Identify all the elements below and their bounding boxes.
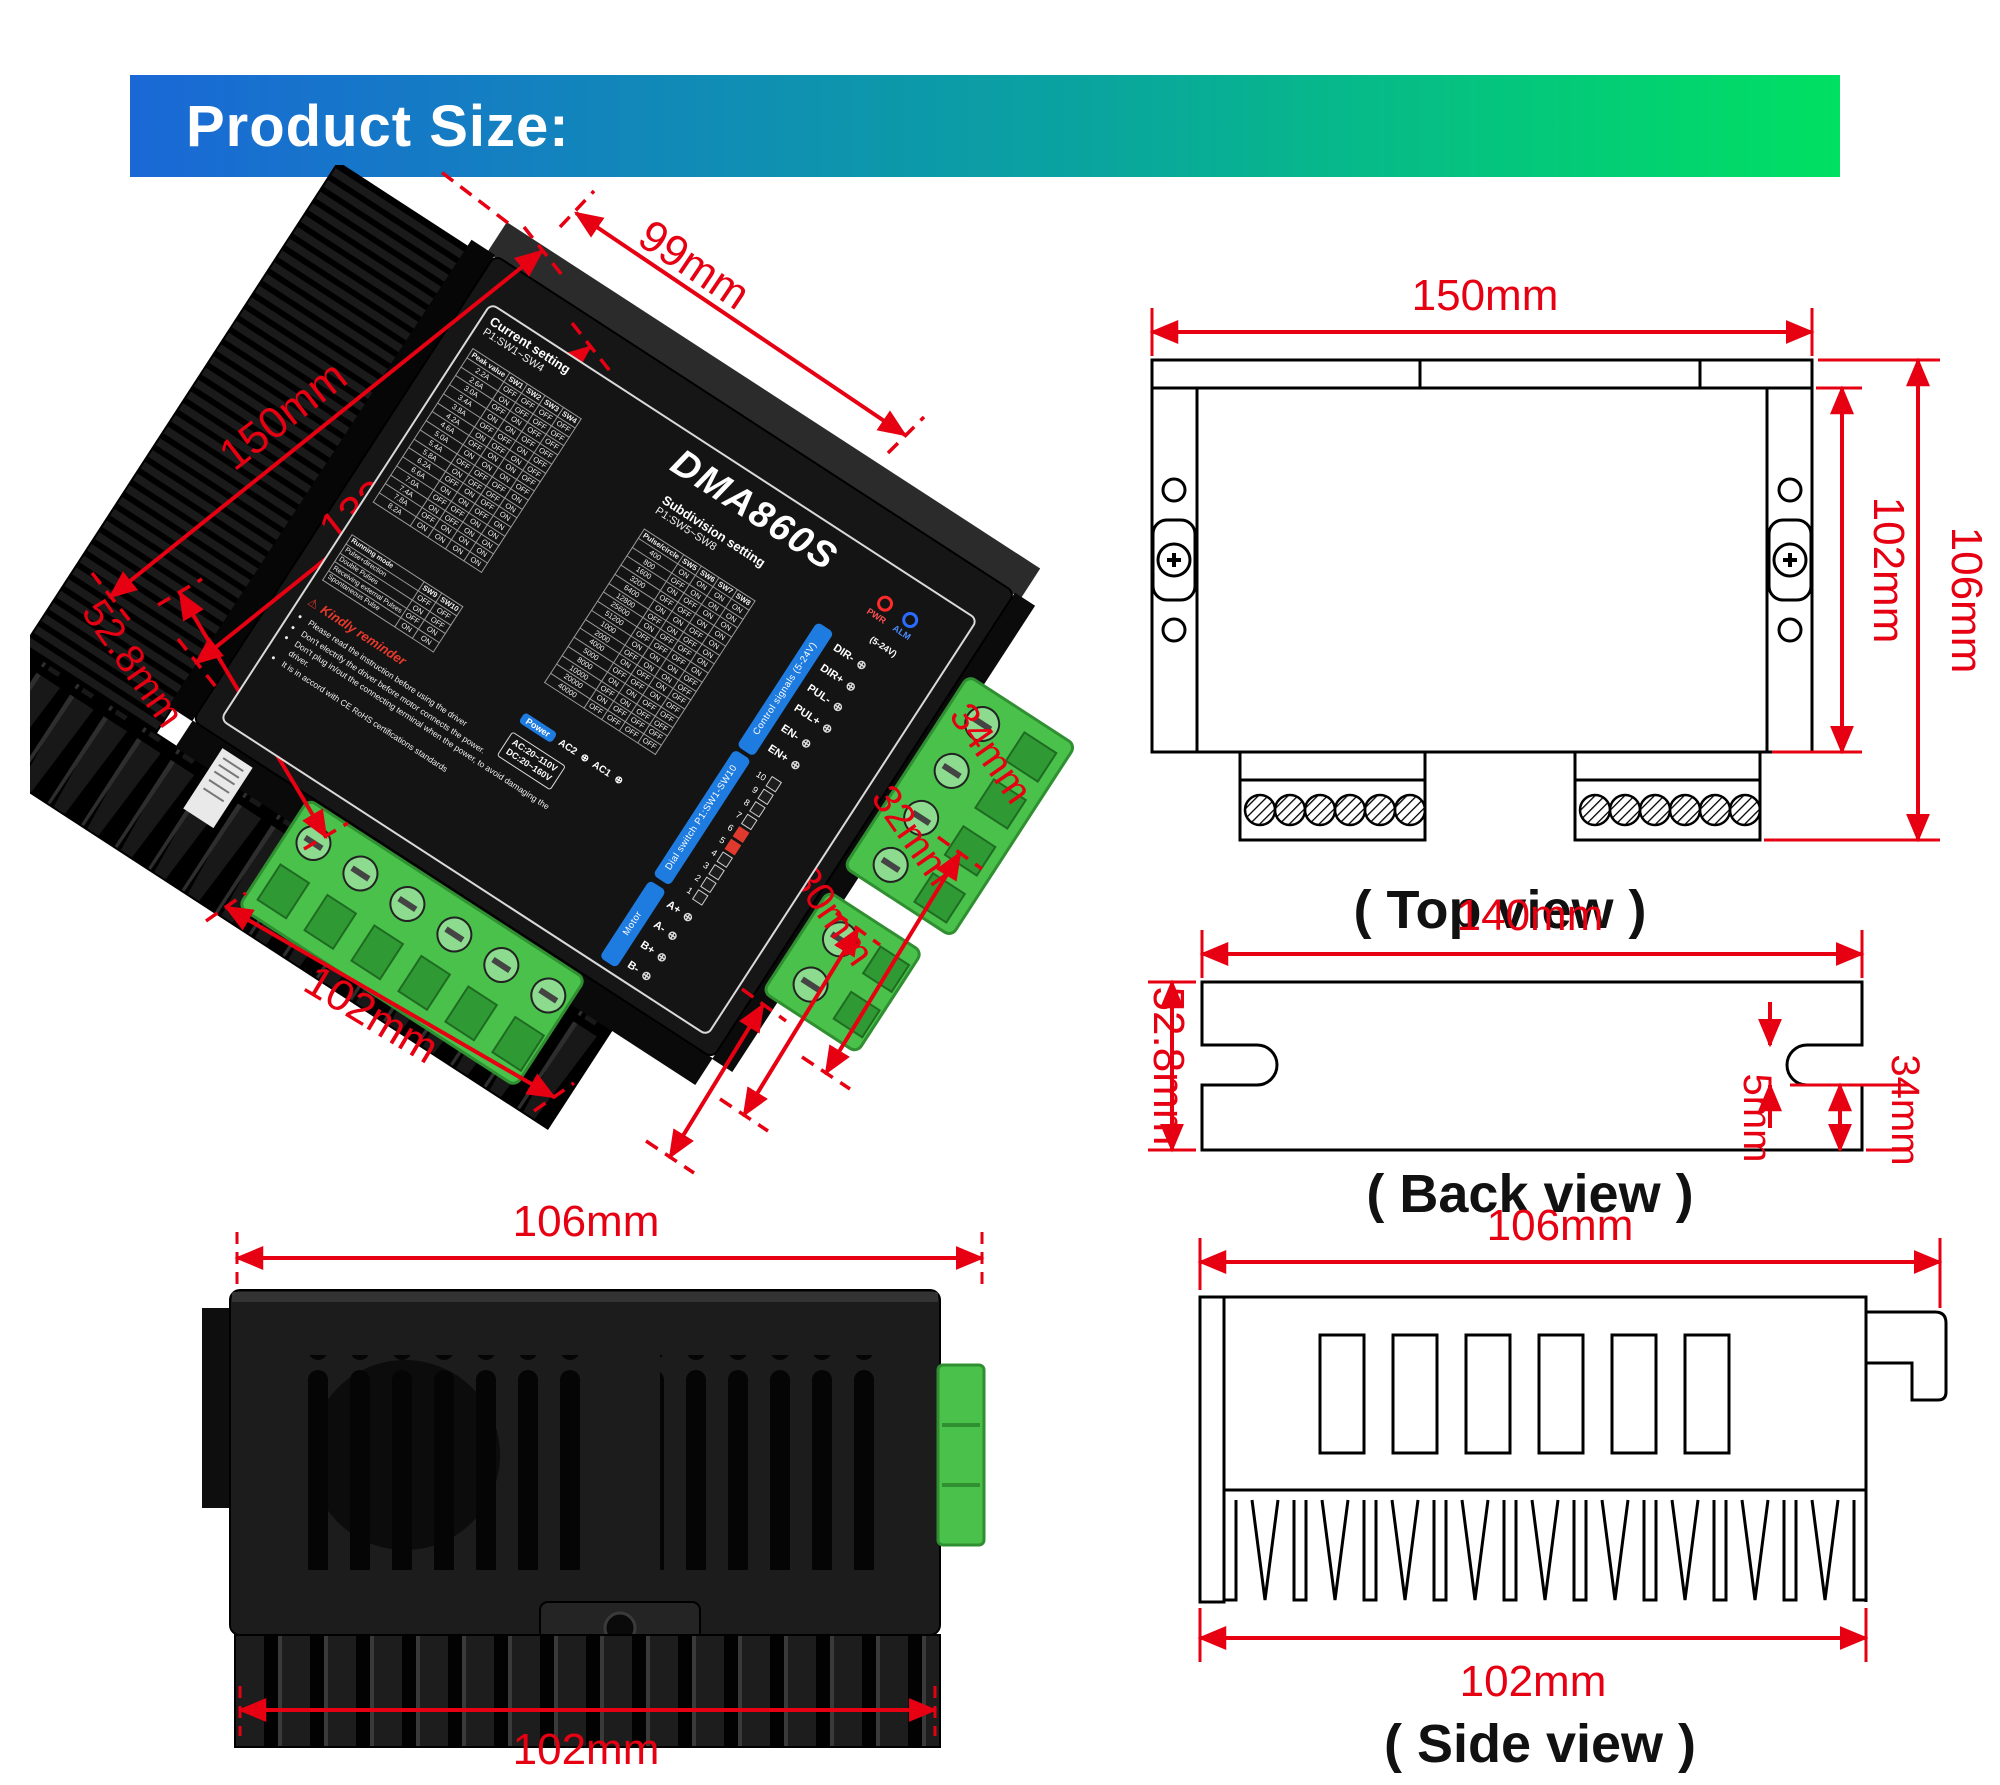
vent-slots-left xyxy=(300,1355,600,1570)
pin-b-minus: B- xyxy=(625,958,642,976)
screw-icon: ⊕ xyxy=(612,773,626,787)
pin-a-plus: A+ xyxy=(664,898,683,917)
dim-140mm: 140mm xyxy=(1457,891,1604,940)
top-view-drawing: 150mm 102mm 106mm ( Top view ) xyxy=(1149,271,1991,940)
screw-icon: ⊕ xyxy=(819,719,836,737)
dim-106mm: 106mm xyxy=(1942,527,1991,674)
dimension-lines xyxy=(1160,942,1865,1153)
extension-lines xyxy=(1198,1238,1942,1662)
screw-icon: ⊕ xyxy=(653,948,670,966)
dim-34mm: 34mm xyxy=(1883,1054,1927,1165)
dim-102mm: 102mm xyxy=(1864,497,1913,644)
screw-icon: ⊕ xyxy=(842,677,859,696)
side-view-drawing: 106mm 102mm ( Side view ) xyxy=(1197,1201,1948,1774)
screw-icon: ⊕ xyxy=(829,698,847,716)
pin-ac2: AC2 xyxy=(556,736,580,758)
dimension-lines xyxy=(1149,320,1930,843)
left-tab xyxy=(202,1308,232,1508)
dip-switch-icon xyxy=(692,888,709,906)
signal-voltage-label: (5-24V) xyxy=(868,634,899,660)
dimension-lines xyxy=(1197,1250,1943,1650)
dim-102mm: 102mm xyxy=(1460,1657,1607,1706)
terminal-holes xyxy=(1243,793,1762,827)
pin-en-plus: EN+ xyxy=(765,742,791,765)
side-view-outline xyxy=(1198,1295,1948,1604)
extension-lines xyxy=(1150,308,1940,842)
pin-en-minus: EN- xyxy=(778,722,802,743)
side-product-photo: 106mm 102mm xyxy=(202,1197,986,1774)
dimension-ticks xyxy=(235,1232,984,1736)
dim-99mm: 99mm xyxy=(630,210,759,319)
dim-106mm: 106mm xyxy=(513,1197,660,1246)
dim-52-8mm: 52.8mm xyxy=(1144,987,1193,1146)
screw-icon: ⊕ xyxy=(578,751,592,765)
green-connector xyxy=(936,1363,986,1547)
back-view-outline xyxy=(1200,980,1864,1152)
vent-slots-right xyxy=(660,1355,875,1570)
back-view-caption: ( Back view ) xyxy=(1366,1164,1693,1224)
top-view-caption: ( Top view ) xyxy=(1354,880,1647,940)
screw-icon: ⊕ xyxy=(680,908,697,926)
screw-icon: ⊕ xyxy=(787,756,804,774)
dimension-extension-dashes xyxy=(90,169,984,1175)
heatsink-fins xyxy=(234,1634,941,1748)
screw-icon: ⊕ xyxy=(853,656,870,674)
screw-icon: ⊕ xyxy=(664,926,681,945)
dim-102mm: 102mm xyxy=(513,1725,660,1774)
pin-b-plus: B+ xyxy=(638,938,657,957)
page-title: Product Size: xyxy=(186,93,570,159)
top-view-outline xyxy=(1150,358,1814,842)
side-view-caption: ( Side view ) xyxy=(1384,1714,1696,1774)
dimension-lines xyxy=(234,1246,985,1722)
dim-106mm: 106mm xyxy=(1487,1201,1634,1250)
dim-150mm: 150mm xyxy=(1412,271,1559,320)
extension-lines xyxy=(1148,930,1910,1152)
screw-icon: ⊕ xyxy=(638,967,655,985)
pin-ac1: AC1 xyxy=(590,758,614,780)
pin-a-minus: A- xyxy=(651,918,668,936)
screw-icon: ⊕ xyxy=(798,734,815,752)
dim-5mm: 5mm xyxy=(1735,1074,1779,1163)
back-view-drawing: 140mm 52.8mm 5mm 34mm ( Back view ) xyxy=(1144,891,1927,1224)
top-highlight xyxy=(232,1292,938,1302)
header-banner: Product Size: xyxy=(130,75,1840,177)
heatsink-fins xyxy=(1222,1498,1868,1602)
